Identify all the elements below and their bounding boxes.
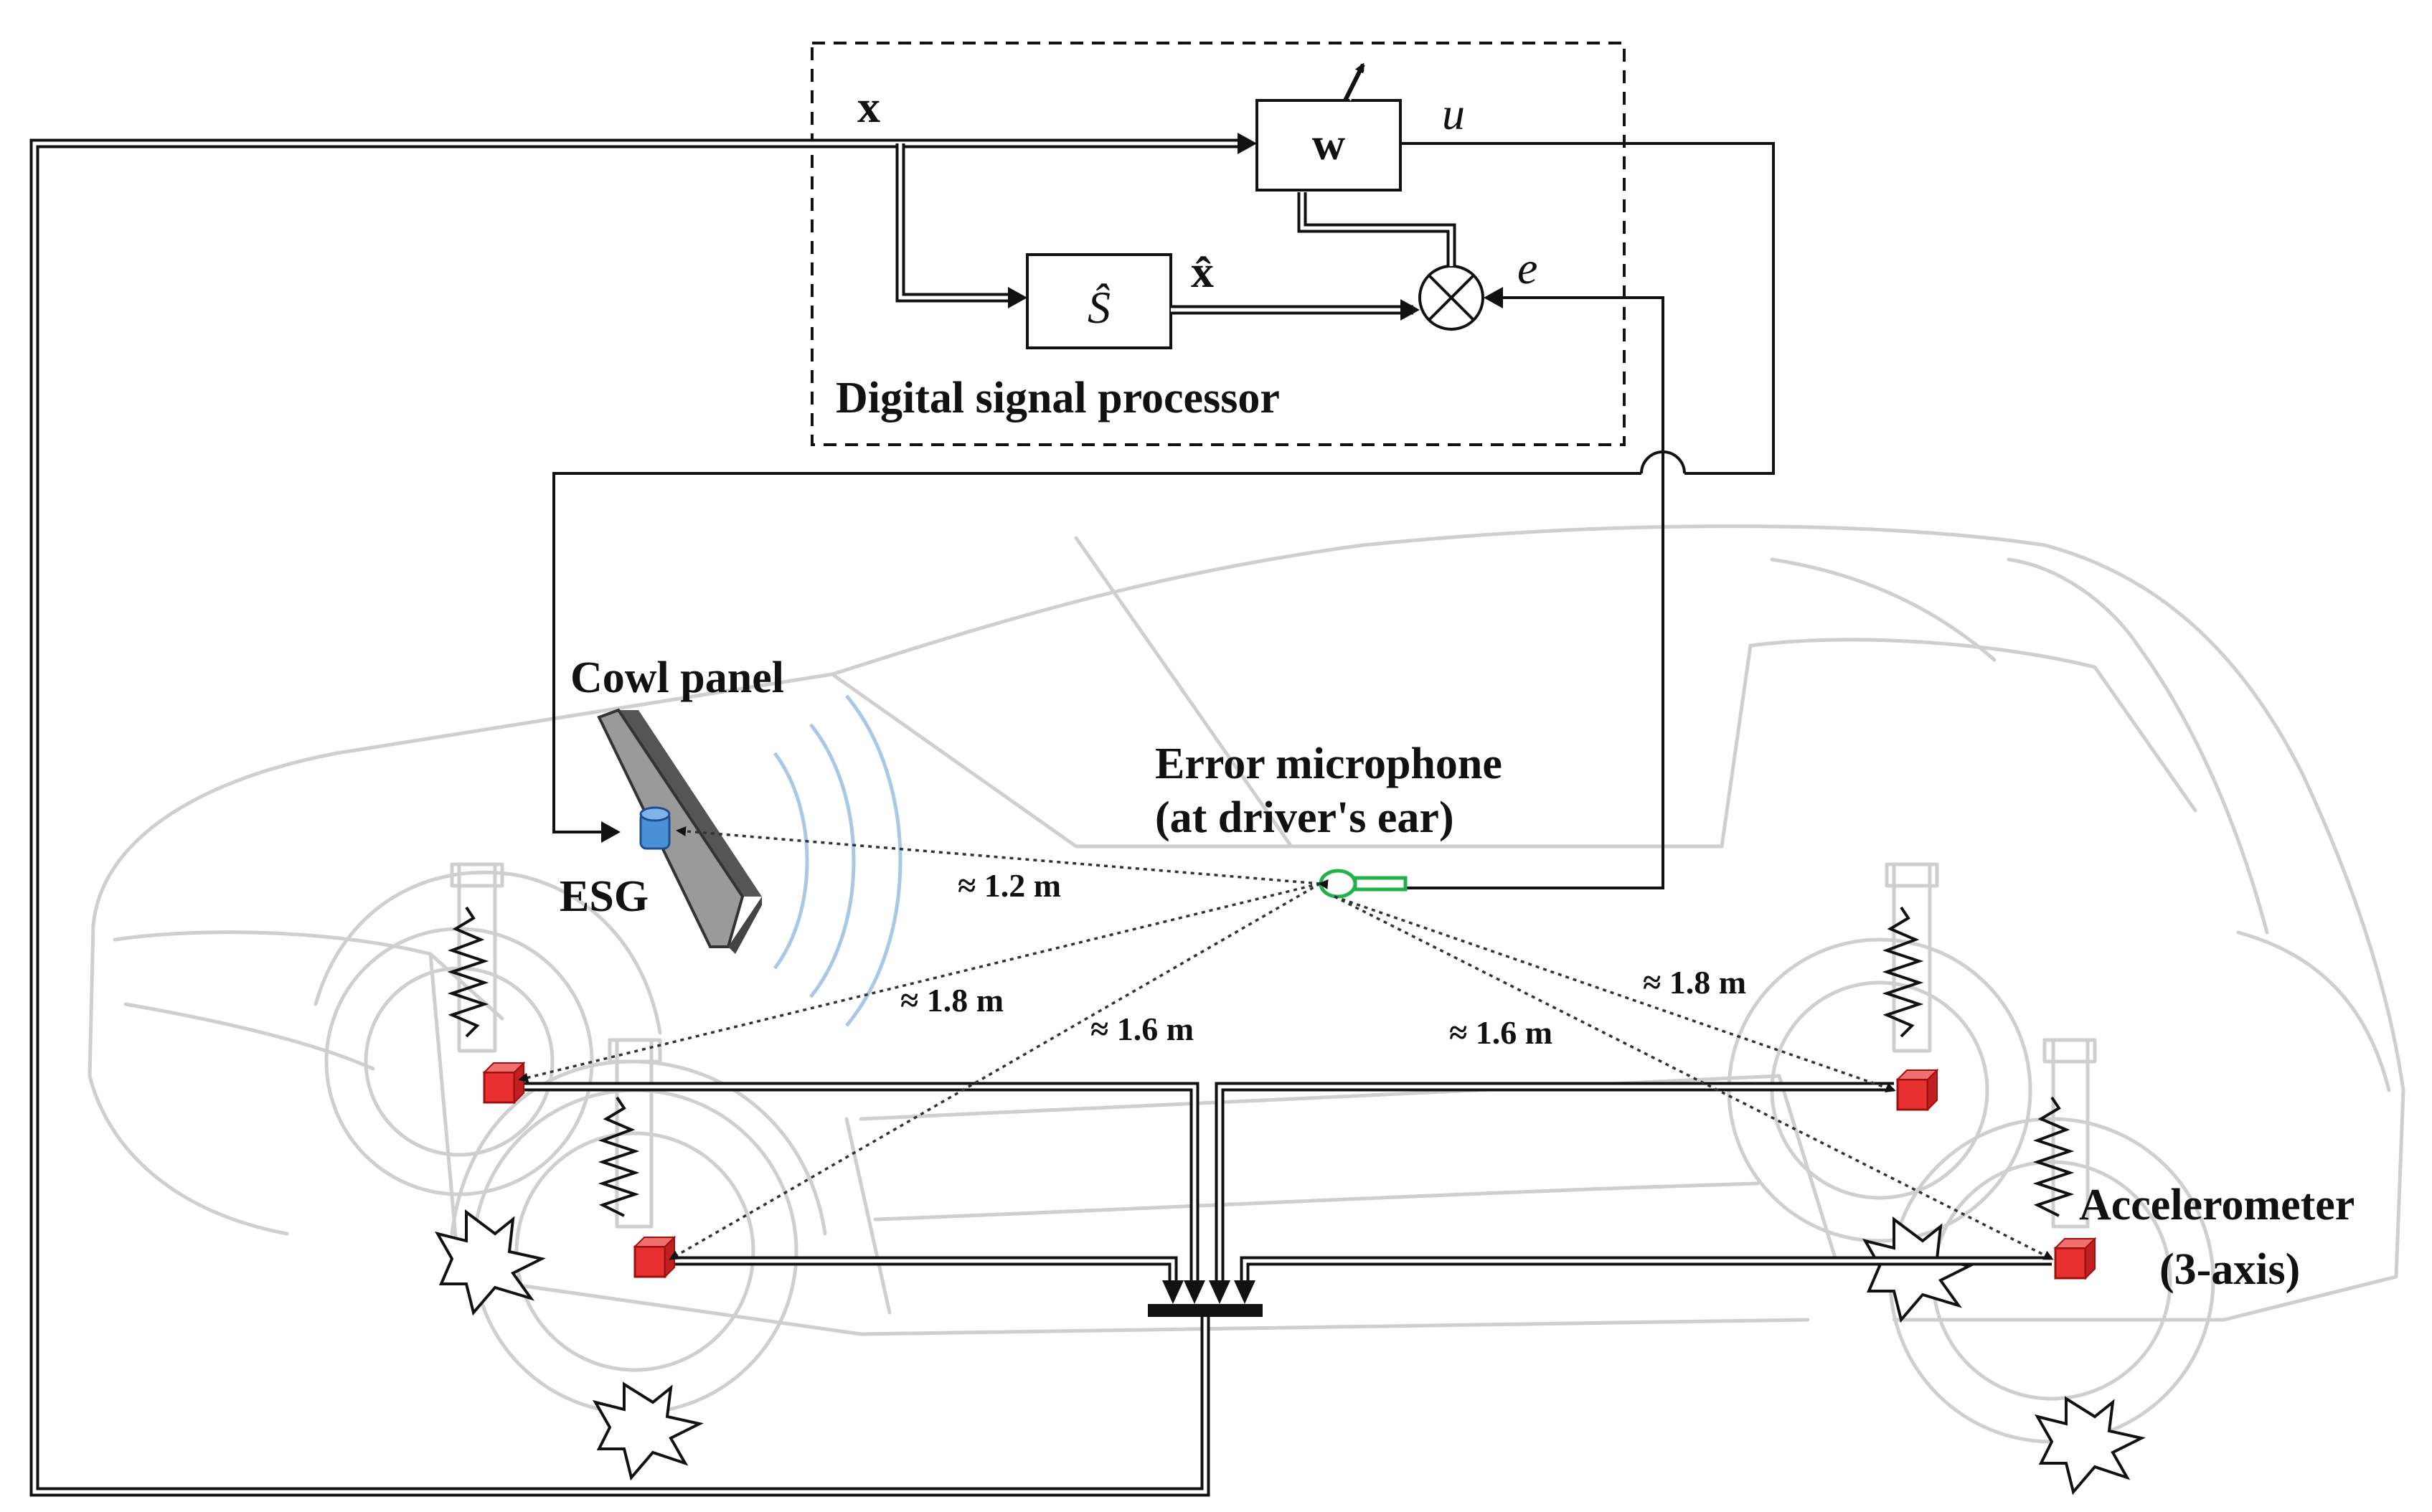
impact-burst-icon — [434, 1209, 546, 1316]
distance-lines — [518, 826, 2054, 1260]
arrow-into-esg-icon — [601, 821, 621, 843]
distance-front-left: ≈ 1.8 m — [900, 982, 1004, 1019]
arrow-into-w-icon — [1238, 133, 1257, 154]
accelerometer-rear-left-icon — [633, 1235, 677, 1279]
sound-waves-icon — [773, 694, 902, 1027]
esg-label: ESG — [560, 872, 649, 921]
dsp-label: Digital signal processor — [836, 374, 1280, 422]
esg-actuator-icon — [639, 806, 671, 850]
distance-esg-mic: ≈ 1.2 m — [958, 867, 1061, 904]
error-mic-label-line1: Error microphone — [1155, 740, 1502, 788]
distance-front-right: ≈ 1.8 m — [1643, 964, 1746, 1001]
signal-x-label: x — [857, 81, 880, 132]
accelerometer-label-line2: (3-axis) — [2159, 1245, 2300, 1294]
accelerometer-front-left-icon — [482, 1061, 526, 1105]
arrow-into-junction-icon — [1400, 299, 1420, 321]
signal-xhat-label: x̂ — [1191, 246, 1214, 297]
error-mic-label-line2: (at driver's ear) — [1155, 793, 1454, 842]
secondary-path-model-box — [1026, 253, 1172, 349]
springs — [447, 906, 2075, 1217]
single-wires — [552, 142, 1775, 889]
adapt-arrow-icon — [1343, 62, 1365, 102]
distance-rear-right: ≈ 1.6 m — [1449, 1014, 1552, 1051]
error-microphone-icon — [1319, 869, 1408, 899]
accelerometer-rear-right-icon — [2053, 1237, 2097, 1280]
signal-u-label: u — [1442, 88, 1465, 139]
cowl-panel-label: Cowl panel — [570, 653, 784, 702]
signal-collector — [1148, 1280, 1263, 1317]
struts — [450, 862, 2097, 1229]
signal-e-label: e — [1517, 242, 1537, 293]
impact-burst-icon — [592, 1381, 704, 1481]
arrow-into-junction-e-icon — [1484, 287, 1503, 308]
dsp-boundary — [811, 42, 1626, 446]
dsp-block: Digital signal processor w Ŝ x u x̂ e — [811, 42, 1626, 446]
filter-w-label: w — [1312, 118, 1345, 169]
road-impact-bursts — [434, 1209, 2146, 1496]
secondary-path-model-label: Ŝ — [1088, 282, 1111, 333]
impact-burst-icon — [1862, 1216, 1974, 1323]
filter-w-box — [1255, 99, 1402, 192]
distance-rear-left: ≈ 1.6 m — [1090, 1011, 1194, 1047]
summing-junction — [1418, 265, 1484, 331]
impact-burst-icon — [2034, 1396, 2146, 1496]
accelerometer-label-line1: Accelerometer — [2079, 1181, 2355, 1229]
accelerometer-front-right-icon — [1895, 1068, 1939, 1112]
arrow-into-shat-icon — [1008, 287, 1027, 308]
accelerometers — [482, 1061, 2097, 1280]
